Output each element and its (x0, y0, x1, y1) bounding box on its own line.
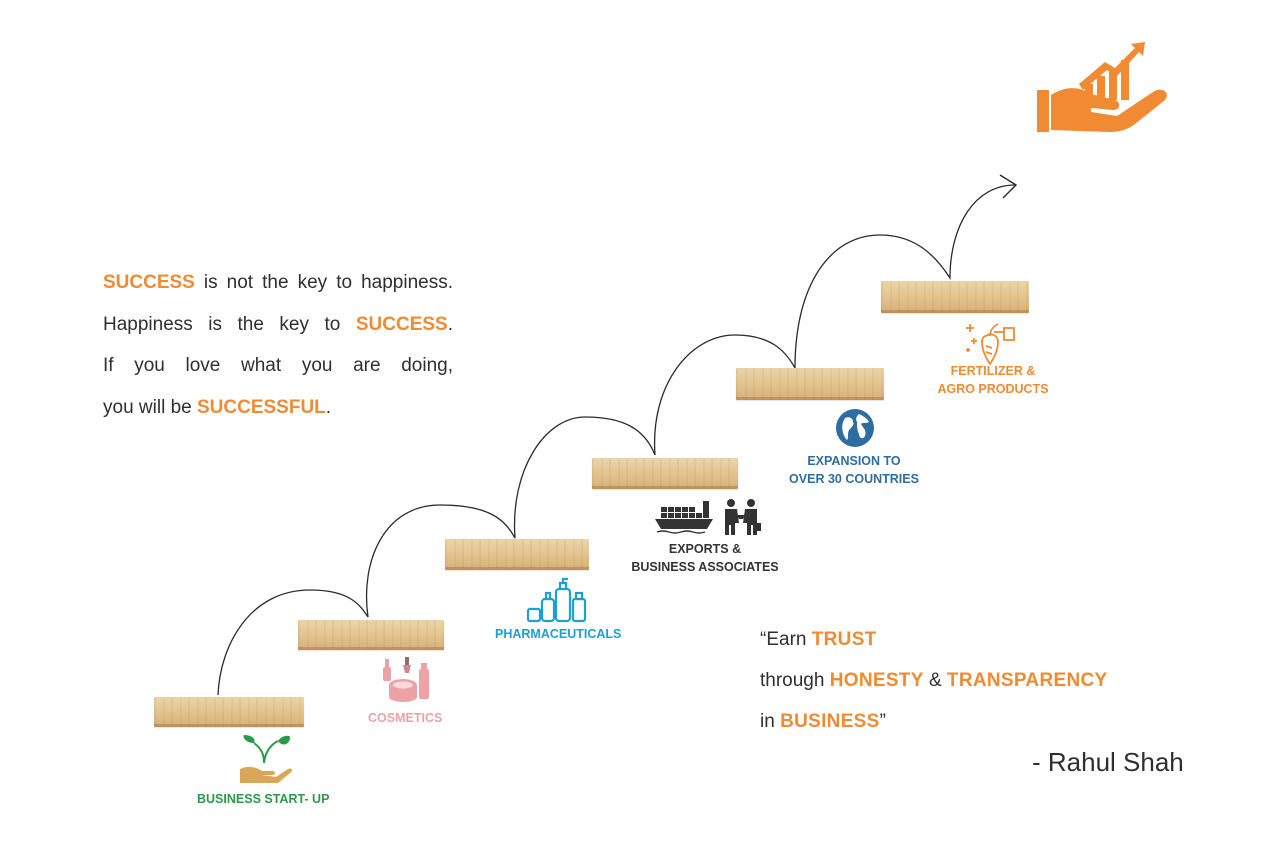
step-label-fertilizer-line-2: AGRO PRODUCTS (937, 382, 1049, 396)
step-label-exports: EXPORTS & BUSINESS ASSOCIATES (628, 540, 782, 576)
step-label-expansion-line-2: OVER 30 COUNTRIES (789, 472, 919, 486)
left-quote-text: . (325, 396, 332, 418)
cosmetics-icon (383, 657, 429, 702)
plant-in-hand-icon (240, 735, 293, 783)
left-quote-line-4: you will be SUCCESSFUL. (103, 387, 453, 429)
left-quote-text: you will be (103, 396, 197, 418)
bottles-icon (526, 577, 587, 623)
right-quote-text: & (923, 670, 947, 691)
step-plank-1 (154, 697, 304, 727)
cargo-ship-handshake-icon (655, 499, 761, 535)
success-word: SUCCESS (355, 313, 448, 335)
step-label-cosmetics: COSMETICS (368, 711, 443, 725)
step-label-fertilizer: FERTILIZER & AGRO PRODUCTS (930, 362, 1056, 398)
business-word: BUSINESS (780, 711, 880, 732)
right-quote: “Earn TRUST through HONESTY & TRANSPAREN… (760, 619, 1107, 742)
left-quote: SUCCESS is not the key to happiness. Hap… (103, 262, 453, 428)
left-quote-text: Happiness is the key to (103, 313, 356, 335)
success-word: SUCCESS (103, 272, 195, 293)
left-quote-line-2: Happiness is the key to SUCCESS. (103, 304, 453, 346)
right-quote-text: “Earn (760, 629, 812, 650)
step-label-fertilizer-line-1: FERTILIZER & (950, 364, 1036, 378)
step-plank-6 (881, 281, 1029, 313)
transparency-word: TRANSPARENCY (946, 670, 1108, 691)
step-plank-5 (736, 368, 884, 400)
growth-chart-in-hand-icon (1037, 42, 1167, 132)
step-plank-3 (445, 539, 589, 570)
logo (1035, 40, 1175, 135)
agro-hand-icon (966, 323, 1015, 366)
right-quote-text: in (760, 711, 781, 732)
step-label-business-start-up: BUSINESS START- UP (197, 792, 330, 806)
quote-author: - Rahul Shah (1032, 747, 1184, 777)
right-quote-line-1: “Earn TRUST (760, 619, 1107, 660)
trust-word: TRUST (811, 629, 877, 650)
step-label-pharmaceuticals: PHARMACEUTICALS (495, 627, 622, 641)
left-quote-text: is not the key to happiness. (194, 272, 453, 293)
left-quote-line-1: SUCCESS is not the key to happiness. (103, 262, 453, 304)
step-plank-2 (298, 620, 444, 650)
left-quote-line-3: If you love what you are doing, (103, 355, 453, 376)
right-quote-line-2: through HONESTY & TRANSPARENCY (760, 660, 1107, 701)
left-quote-text: . (447, 313, 453, 335)
right-quote-text: through (760, 670, 830, 691)
step-plank-4 (592, 458, 738, 489)
globe-icon (836, 409, 874, 447)
successful-word: SUCCESSFUL (197, 396, 326, 418)
right-quote-line-3: in BUSINESS” (760, 701, 1107, 742)
right-quote-text: ” (879, 711, 886, 732)
step-label-expansion-line-1: EXPANSION TO (807, 454, 901, 468)
step-label-expansion: EXPANSION TO OVER 30 COUNTRIES (781, 452, 927, 488)
honesty-word: HONESTY (829, 670, 924, 691)
step-label-exports-line-1: EXPORTS & (668, 542, 742, 556)
step-label-exports-line-2: BUSINESS ASSOCIATES (631, 560, 779, 574)
